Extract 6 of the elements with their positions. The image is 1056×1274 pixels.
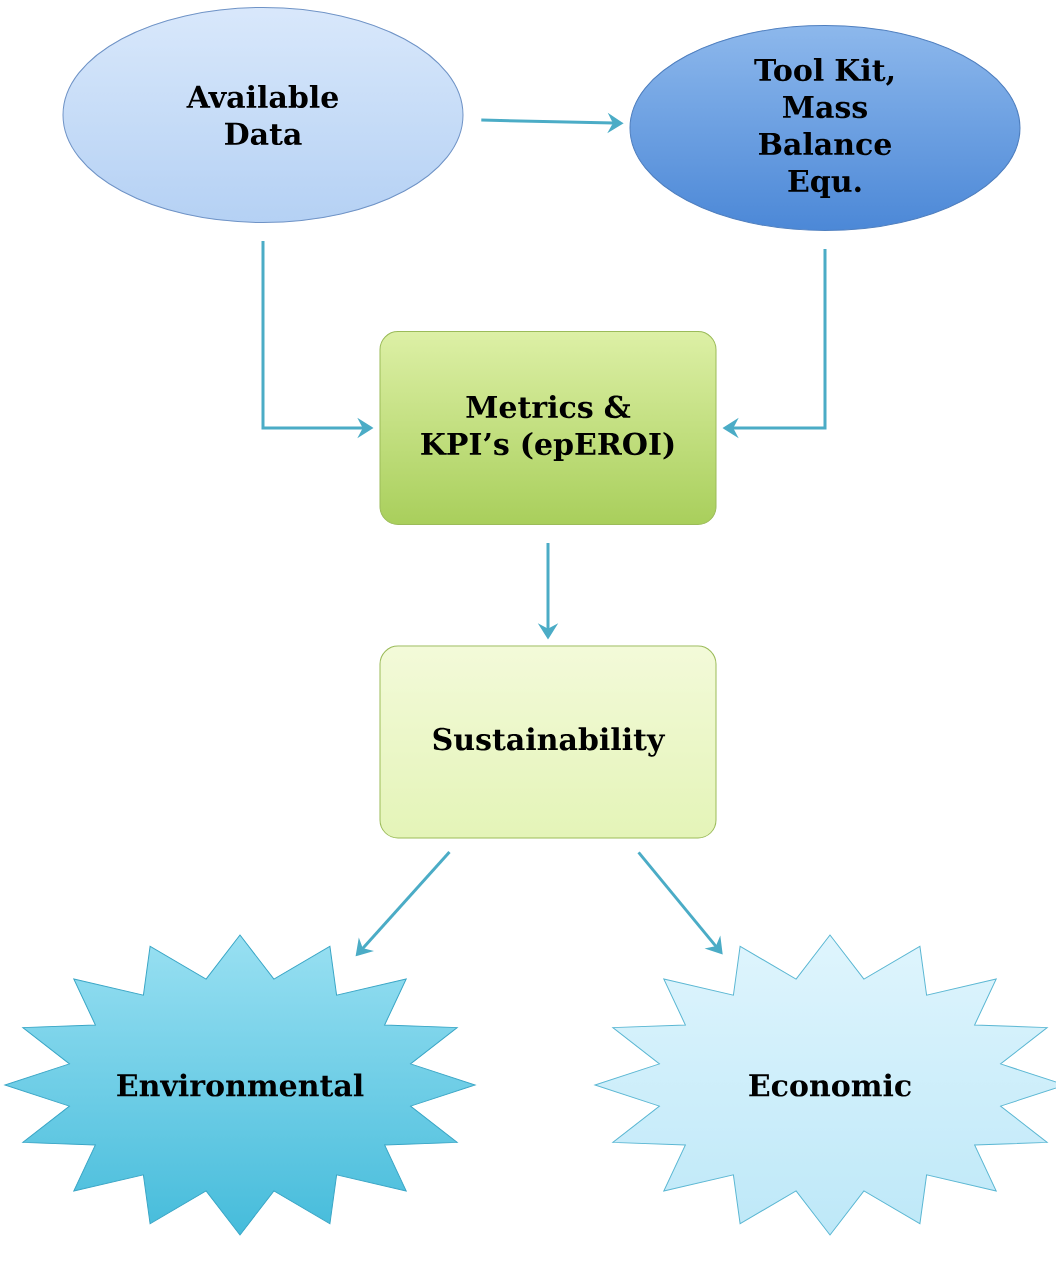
rounded-box: Metrics & KPI’s (epEROI) bbox=[379, 331, 717, 525]
starburst: Environmental bbox=[4, 934, 476, 1236]
ellipse-node: Available Data bbox=[62, 7, 464, 223]
ellipse-node: Tool Kit, Mass Balance Equ. bbox=[629, 25, 1021, 231]
rounded-box: Sustainability bbox=[379, 645, 717, 839]
starburst: Economic bbox=[594, 934, 1056, 1236]
